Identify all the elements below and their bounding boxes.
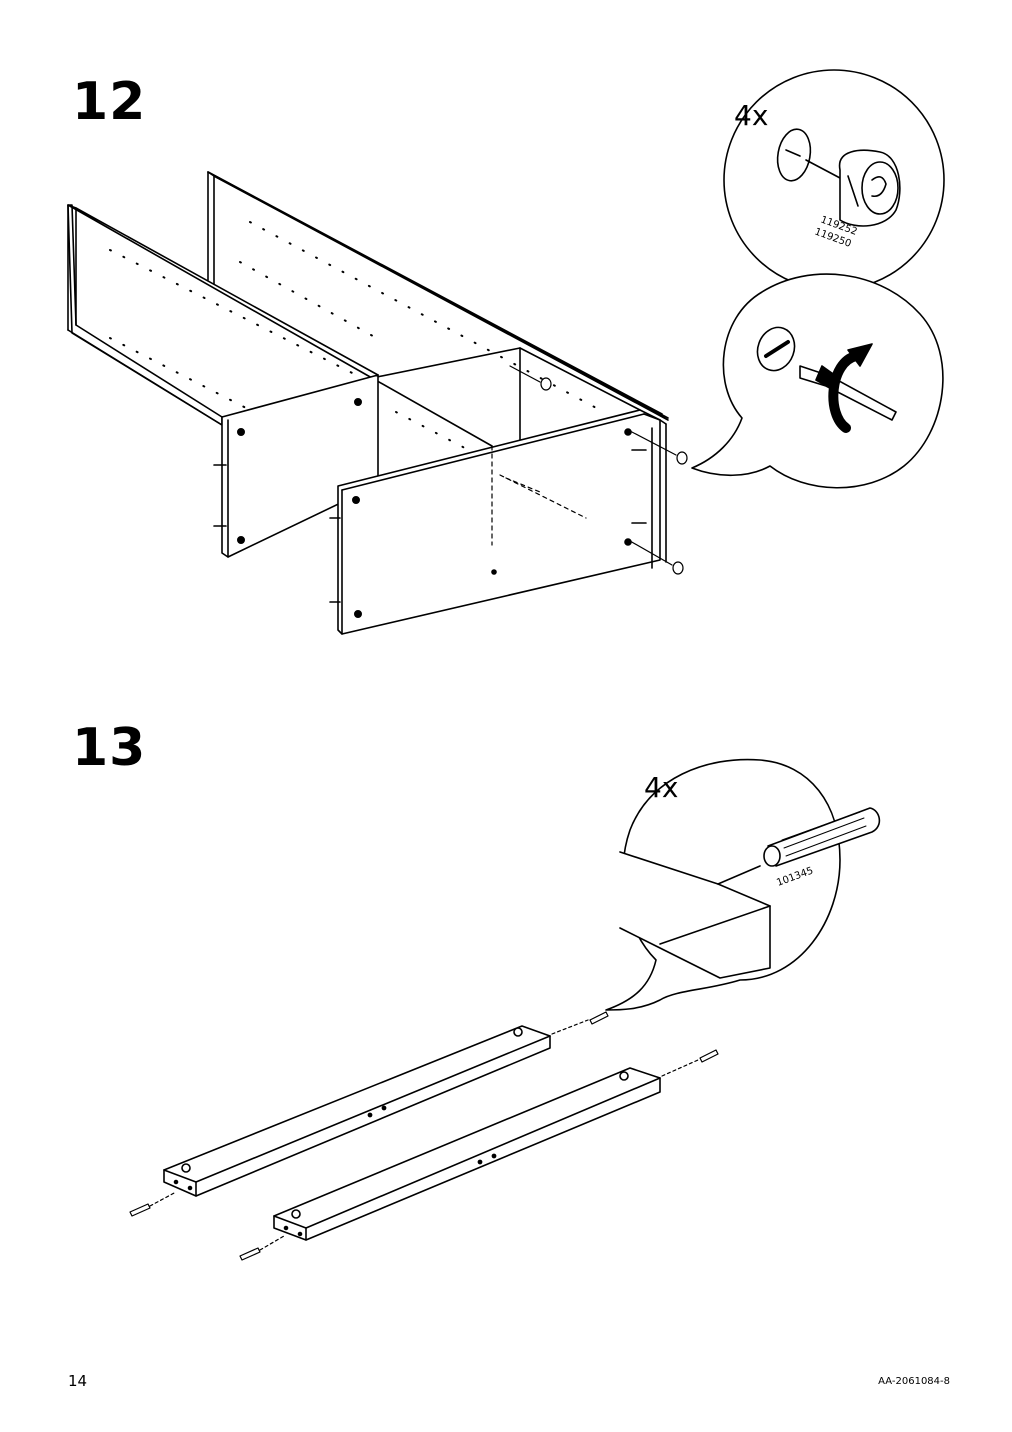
front-panel — [329, 409, 667, 635]
screwdriver-detail-bubble — [691, 273, 944, 489]
document-code: AA-2061084-8 — [878, 1376, 950, 1387]
rail-upper — [163, 1025, 551, 1197]
rail-lower — [273, 1067, 661, 1241]
cam-lock-arrows — [509, 365, 688, 575]
step-13-illustration — [129, 758, 881, 1261]
back-side-panel — [207, 171, 669, 421]
step-12-quantity: 4x — [734, 99, 768, 132]
step-13-number: 13 — [72, 718, 147, 778]
step-12-illustration — [67, 69, 945, 635]
page-number: 14 — [68, 1372, 88, 1390]
small-front-panel — [213, 374, 379, 558]
step-13-quantity: 4x — [644, 771, 678, 804]
dowel-pins — [129, 1011, 719, 1261]
dowel-detail-bubble — [605, 758, 881, 1011]
step-12-number: 12 — [72, 72, 147, 132]
